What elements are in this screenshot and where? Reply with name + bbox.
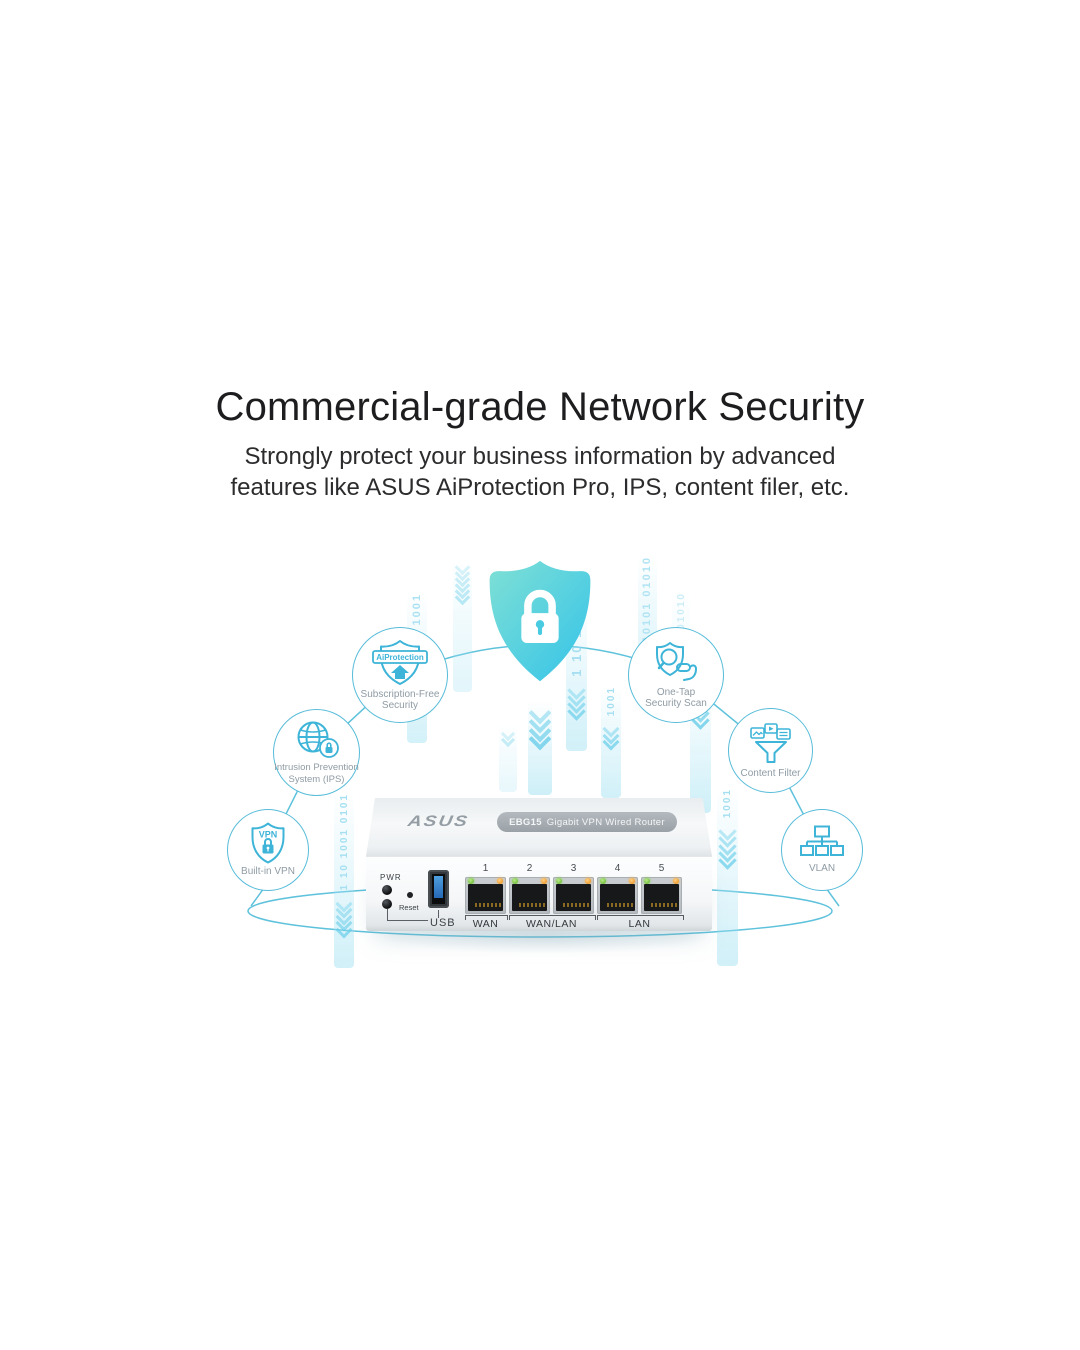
badge-label: Content Filter xyxy=(740,767,801,779)
usb-label-tick xyxy=(438,910,439,918)
svg-text:AiProtection: AiProtection xyxy=(376,653,424,662)
link-led-orange xyxy=(585,878,591,884)
router-model: EBG15 xyxy=(509,816,542,828)
wan-label: WAN xyxy=(472,918,499,930)
network-tree-icon xyxy=(800,825,844,857)
feature-badge-vlan: VLAN xyxy=(781,809,863,891)
ethernet-port-3[interactable]: 3 xyxy=(553,863,594,914)
lan-label: LAN xyxy=(628,918,651,930)
status-led xyxy=(382,899,392,909)
ethernet-port-5[interactable]: 5 xyxy=(641,863,682,914)
vpn-shield-lock-icon: VPN xyxy=(251,822,285,864)
data-stream xyxy=(499,724,517,792)
wan-bracket xyxy=(465,915,508,920)
badge-label: Built-in VPN xyxy=(241,866,295,878)
binary-stream-text: 01010 xyxy=(675,592,687,630)
data-stream: 1001 xyxy=(601,686,621,798)
globe-lock-icon xyxy=(297,721,339,758)
link-led-green xyxy=(468,878,474,884)
wan-lan-bracket xyxy=(509,915,596,920)
binary-stream-text: 1001 xyxy=(721,788,733,819)
pwr-usb-connector-line xyxy=(387,909,428,921)
usb-label: USB xyxy=(430,917,456,929)
usb-port[interactable] xyxy=(428,870,449,908)
subtitle-line-2: features like ASUS AiProtection Pro, IPS… xyxy=(230,474,850,501)
link-led-orange xyxy=(629,878,635,884)
security-shield-icon xyxy=(484,559,596,684)
pwr-label: PWR xyxy=(380,873,402,882)
badge-label: VLAN xyxy=(808,863,836,875)
binary-stream-text: 1001 xyxy=(605,686,617,717)
link-led-green xyxy=(556,878,562,884)
data-stream xyxy=(528,700,552,795)
router-top-face: ASUS EBG15 Gigabit VPN Wired Router xyxy=(366,798,712,856)
link-led-orange xyxy=(541,878,547,884)
link-led-orange xyxy=(497,878,503,884)
reset-label: Reset xyxy=(399,903,419,912)
funnel-media-icon xyxy=(749,722,791,763)
link-led-green xyxy=(644,878,650,884)
data-stream: 1 10 1001 0101 xyxy=(334,793,354,968)
lock-icon xyxy=(521,589,559,643)
asus-logo: ASUS xyxy=(406,813,471,830)
router-front-face: PWR Reset USB 1 2 3 xyxy=(366,856,712,931)
power-led xyxy=(382,885,392,895)
binary-stream-text: 1 10 1001 0101 xyxy=(338,793,350,891)
router-model-desc: Gigabit VPN Wired Router xyxy=(546,816,665,828)
data-stream xyxy=(452,557,472,692)
svg-text:VPN: VPN xyxy=(259,830,278,840)
ethernet-port-2[interactable]: 2 xyxy=(509,863,550,914)
feature-badge-vpn: VPN Built-in VPN xyxy=(227,809,309,891)
subtitle-line-1: Strongly protect your business informati… xyxy=(244,443,836,470)
page-subtitle: Strongly protect your business informati… xyxy=(0,441,1080,503)
wan-lan-label: WAN/LAN xyxy=(526,918,577,930)
lan-bracket xyxy=(597,915,684,920)
feature-badge-content-filter: Content Filter xyxy=(728,708,813,793)
link-led-orange xyxy=(673,878,679,884)
ethernet-port-1[interactable]: 1 xyxy=(465,863,506,914)
page-title: Commercial-grade Network Security xyxy=(215,385,865,429)
link-led-green xyxy=(512,878,518,884)
ethernet-port-4[interactable]: 4 xyxy=(597,863,638,914)
data-stream: 1001 xyxy=(716,788,738,966)
link-led-green xyxy=(600,878,606,884)
reset-button[interactable] xyxy=(407,892,413,898)
router-model-badge: EBG15 Gigabit VPN Wired Router xyxy=(497,812,677,832)
shield-magnifier-tap-icon xyxy=(656,641,697,681)
usb-blue-tab xyxy=(434,876,443,898)
aiprotection-shield-home-icon: AiProtection xyxy=(372,639,428,685)
data-stream xyxy=(689,688,711,813)
